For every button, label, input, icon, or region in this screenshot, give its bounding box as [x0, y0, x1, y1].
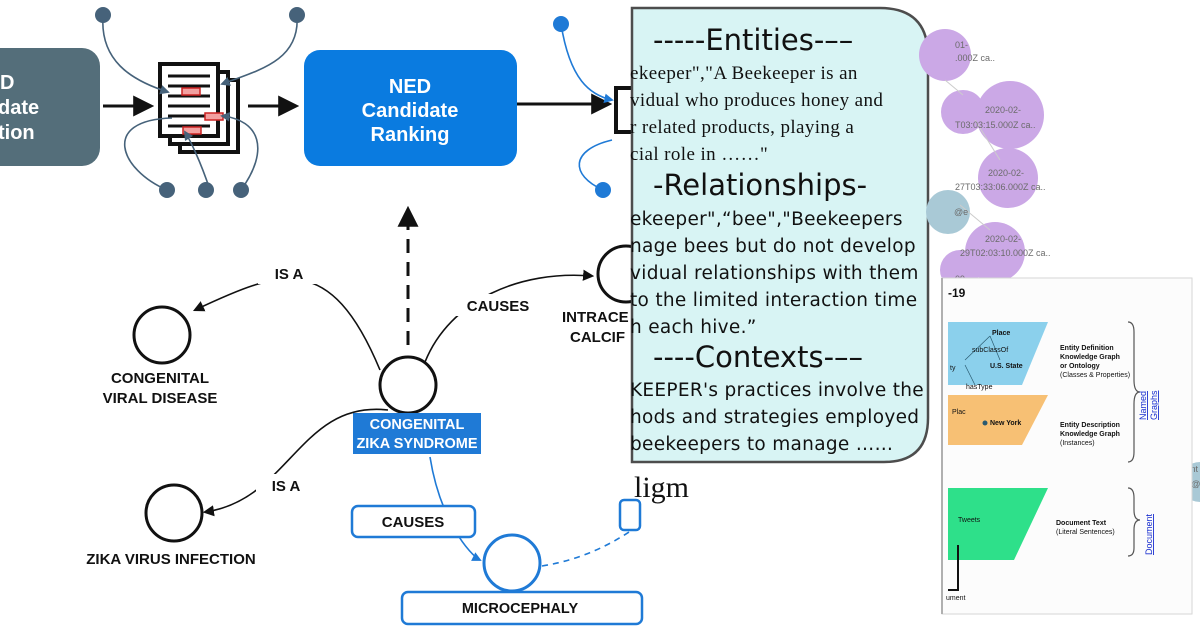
- contexts-line-1: KEEPER's practices involve the: [630, 380, 924, 401]
- section1-line-1: Entity Definition: [1060, 345, 1114, 352]
- edge-label-causes-2: CAUSES: [382, 514, 445, 531]
- section2-line-3: (Instances): [1060, 440, 1095, 447]
- contexts-heading: ----Contexts-––: [653, 340, 863, 374]
- entities-line-4: cial role in ……": [630, 144, 768, 165]
- footer-fragment: ument: [946, 595, 966, 602]
- section1-line-2: Knowledge Graph: [1060, 354, 1120, 361]
- relationships-line-3: vidual relationships with them: [630, 263, 919, 284]
- knowledge-graph: CONGENITAL VIRAL DISEASE CONGENITAL ZIKA…: [86, 244, 689, 626]
- left-box-line-3: tion: [0, 122, 35, 144]
- map-label-subclass: subClassOf: [972, 347, 1008, 354]
- timestamp-4b: 29T02:03:10.000Z ca..: [960, 248, 1051, 258]
- right-panel: 01- .000Z ca.. 2020-02- T03:03:15.000Z c…: [919, 0, 1200, 630]
- map-label-place: Place: [992, 330, 1010, 337]
- map-label-tweets: Tweets: [958, 517, 981, 524]
- documents-icon: [158, 62, 240, 154]
- map-label-ty: ty: [950, 365, 956, 372]
- contexts-line-3: beekeepers to manage ……: [630, 434, 893, 455]
- timestamp-1a: 01-: [955, 40, 968, 50]
- timestamp-3a: 2020-02-: [988, 168, 1024, 178]
- ned-line-2: Candidate: [362, 100, 459, 122]
- map-label-plac: Plac: [952, 409, 966, 416]
- entities-line-1: ekeeper","A Beekeeper is an: [630, 63, 858, 84]
- section2-line-2: Knowledge Graph: [1060, 431, 1120, 438]
- edge-label-is-a-2: IS A: [272, 478, 301, 495]
- card-title-fragment: -19: [948, 286, 966, 300]
- relationships-heading: -Relationships-: [653, 168, 867, 202]
- ned-line-3: Ranking: [371, 124, 450, 146]
- section1-line-4: (Classes & Properties): [1060, 372, 1130, 379]
- label-czs-2: ZIKA SYNDROME: [356, 436, 477, 452]
- microcephaly-box: [400, 590, 644, 626]
- label-microcephaly: MICROCEPHALY: [462, 601, 579, 617]
- pipeline: D date tion: [0, 7, 632, 345]
- timestamp-1b: .000Z ca..: [955, 53, 995, 63]
- timestamp-3b: 27T03:33:06.000Z ca..: [955, 182, 1046, 192]
- contexts-line-2: hods and strategies employed: [630, 407, 919, 428]
- map-label-new-york: New York: [990, 420, 1021, 427]
- entities-line-2: vidual who produces honey and: [630, 90, 883, 111]
- ned-line-1: NED: [389, 76, 431, 98]
- edge-label-causes-1: CAUSES: [467, 298, 530, 315]
- node-microcephaly: [482, 533, 542, 593]
- knowledge-panel: -----Entities-–– ekeeper","A Beekeeper i…: [630, 6, 930, 464]
- document-label: Document: [1144, 513, 1154, 555]
- node-congenital-zika: [378, 355, 438, 415]
- timestamp-2a: 2020-02-: [985, 105, 1021, 115]
- kg-layers-card: -19 Place ty subClassOf U.S. State hasTy…: [941, 277, 1193, 615]
- section3-line-1: Document Text: [1056, 520, 1107, 527]
- map-label-hastype: hasType: [966, 384, 993, 391]
- ned-candidate-ranking-box: [304, 50, 517, 166]
- highlight-congenital-zika: [353, 413, 481, 454]
- edge-label-is-a-1: IS A: [275, 266, 304, 283]
- node-congenital-viral-disease: [132, 305, 192, 365]
- relationships-line-1: ekeeper",“bee","Beekeepers: [630, 209, 903, 230]
- map-label-us-state: U.S. State: [990, 363, 1023, 370]
- left-box-line-2: date: [0, 97, 39, 119]
- label-intrac-2: CALCIF: [570, 329, 625, 346]
- paradigm-fragment: ligm: [634, 471, 689, 504]
- named-graphs-line-1: Named: [1138, 391, 1148, 420]
- section1-line-3: or Ontology: [1060, 363, 1100, 370]
- document-link-dots: [95, 7, 305, 198]
- entities-line-3: r related products, playing a: [630, 117, 854, 138]
- label-zvi: ZIKA VIRUS INFECTION: [86, 551, 255, 568]
- relationships-line-5: h each hive.”: [630, 317, 757, 338]
- timestamp-2b: T03:03:15.000Z ca..: [955, 120, 1036, 130]
- label-czs-1: CONGENITAL: [370, 417, 465, 433]
- label-intrac-1: INTRACE: [562, 309, 629, 326]
- relationships-line-4: to the limited interaction time: [630, 290, 917, 311]
- partial-document-icon: [614, 86, 632, 134]
- fragment-at: @e: [954, 207, 968, 217]
- left-box-line-1: D: [0, 72, 14, 94]
- section2-line-1: Entity Description: [1060, 422, 1120, 429]
- node-zika-virus-infection: [144, 483, 204, 543]
- label-cvd-1: CONGENITAL: [111, 370, 209, 387]
- candidate-generation-box: [0, 48, 100, 166]
- label-cvd-2: VIRAL DISEASE: [103, 390, 218, 407]
- section3-line-2: (Literal Sentences): [1056, 529, 1115, 536]
- timestamp-4a: 2020-02-: [985, 234, 1021, 244]
- edge-box-causes-2: [350, 504, 477, 539]
- named-graphs-line-2: Graphs: [1149, 390, 1159, 420]
- entities-heading: -----Entities-––: [653, 23, 853, 57]
- relationships-line-2: nage bees but do not develop: [630, 236, 916, 257]
